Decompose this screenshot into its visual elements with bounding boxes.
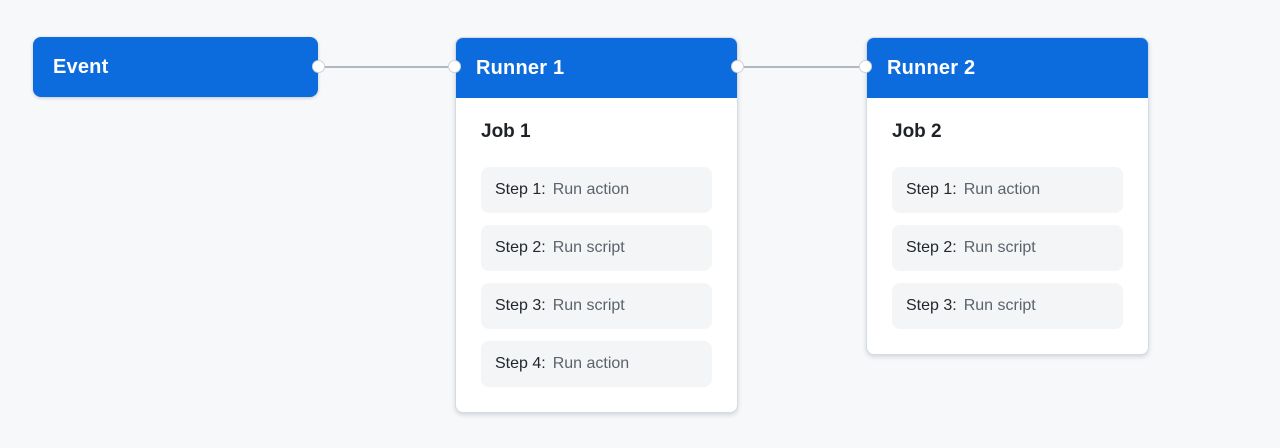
step-label: Step 2:	[906, 239, 957, 256]
event-node: Event	[33, 37, 318, 97]
runner2-step-2: Step 2: Run script	[892, 225, 1123, 271]
step-label: Step 2:	[495, 239, 546, 256]
runner2-step-3: Step 3: Run script	[892, 283, 1123, 329]
runner1-step-4: Step 4: Run action	[481, 341, 712, 387]
runner1-body: Job 1 Step 1: Run action Step 2: Run scr…	[456, 98, 737, 412]
runner1-job-title: Job 1	[481, 121, 531, 142]
step-label: Step 3:	[495, 297, 546, 314]
runner2-body: Job 2 Step 1: Run action Step 2: Run scr…	[867, 98, 1148, 354]
step-action: Run script	[963, 239, 1036, 256]
runner1-step-3: Step 3: Run script	[481, 283, 712, 329]
port-event-output	[312, 60, 325, 73]
step-action: Run action	[552, 355, 630, 372]
step-label: Step 1:	[906, 181, 957, 198]
runner1-header: Runner 1	[456, 38, 737, 98]
runner1-card: Runner 1 Job 1 Step 1: Run action Step 2…	[455, 37, 738, 413]
runner2-header: Runner 2	[867, 38, 1148, 98]
runner1-step-1: Step 1: Run action	[481, 167, 712, 213]
event-node-label: Event	[53, 55, 109, 78]
port-runner2-input	[859, 60, 872, 73]
step-label: Step 3:	[906, 297, 957, 314]
runner2-card: Runner 2 Job 2 Step 1: Run action Step 2…	[866, 37, 1149, 355]
step-action: Run action	[963, 181, 1041, 198]
connector-line-runner1-runner2	[738, 66, 866, 68]
runner1-header-label: Runner 1	[476, 56, 565, 79]
step-action: Run action	[552, 181, 630, 198]
runner2-step-1: Step 1: Run action	[892, 167, 1123, 213]
connector-line-event-runner1	[318, 66, 455, 68]
port-runner1-output	[731, 60, 744, 73]
runner1-step-2: Step 2: Run script	[481, 225, 712, 271]
runner2-header-label: Runner 2	[887, 56, 976, 79]
port-runner1-input	[448, 60, 461, 73]
step-label: Step 4:	[495, 355, 546, 372]
step-action: Run script	[552, 239, 625, 256]
runner2-job-title: Job 2	[892, 121, 942, 142]
step-label: Step 1:	[495, 181, 546, 198]
step-action: Run script	[963, 297, 1036, 314]
step-action: Run script	[552, 297, 625, 314]
